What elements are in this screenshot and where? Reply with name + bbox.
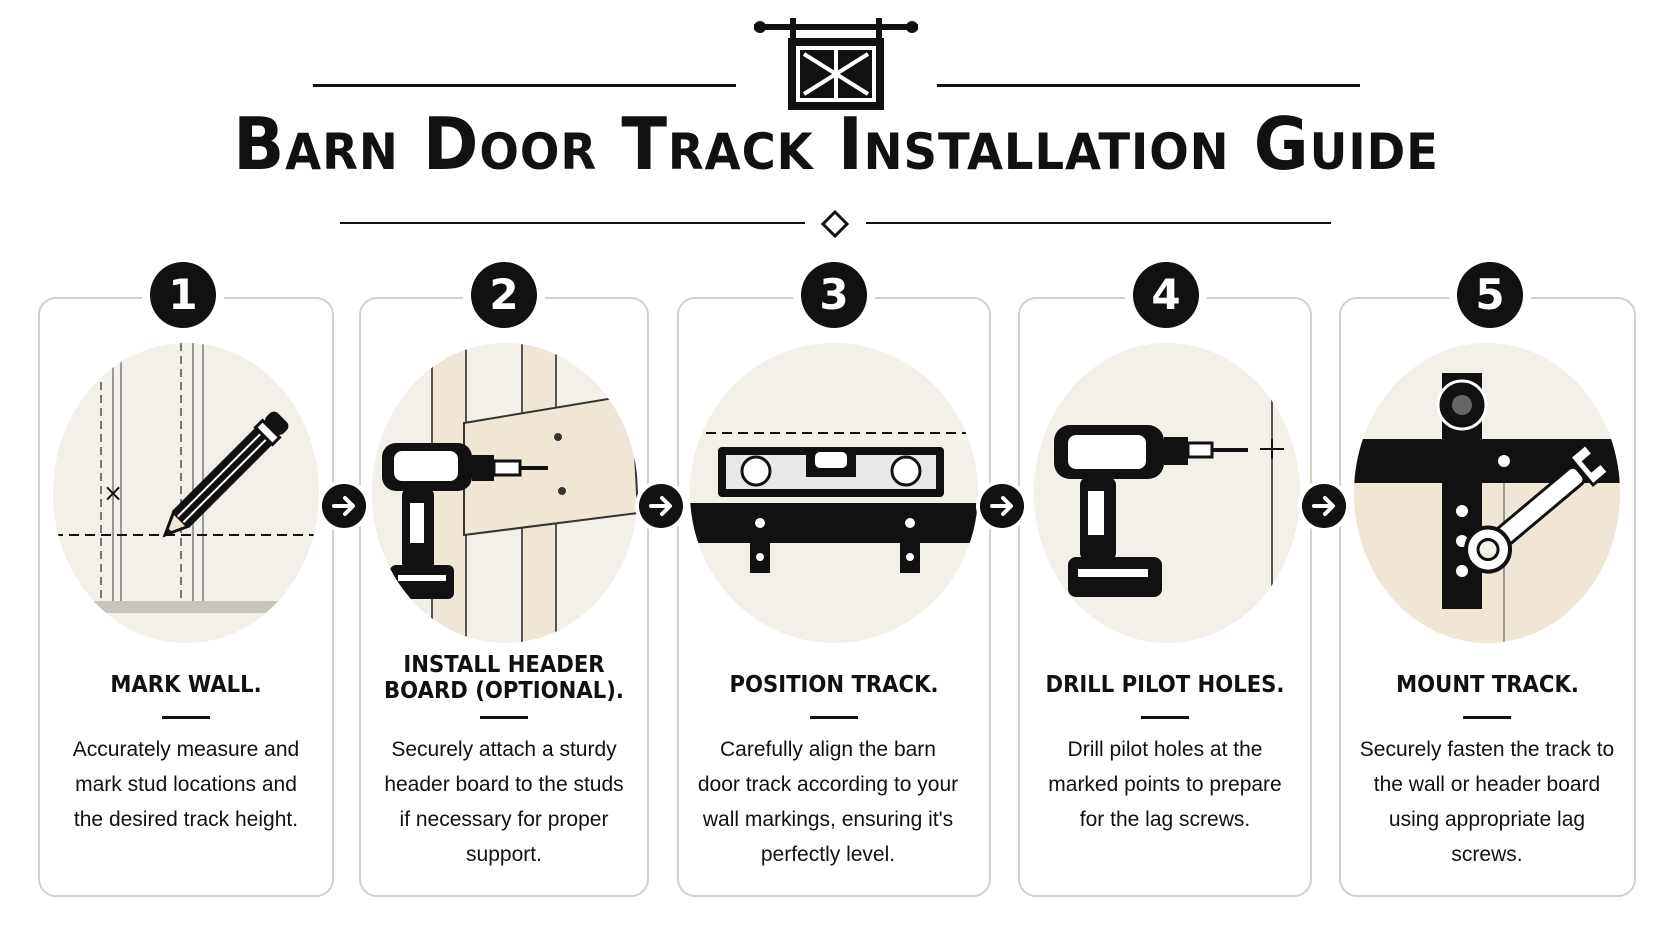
step-number-badge: 4 <box>1133 262 1199 328</box>
step-number-badge: 5 <box>1457 262 1523 328</box>
step-illustration <box>1034 343 1300 643</box>
step-divider <box>1463 716 1511 719</box>
step-divider <box>162 716 210 719</box>
level-icon <box>690 343 978 643</box>
header-rule-left <box>313 84 736 87</box>
diamond-icon <box>821 210 849 238</box>
subtitle-rule-left <box>340 222 805 224</box>
drill-icon <box>1034 343 1300 643</box>
subtitle-rule-right <box>866 222 1331 224</box>
step-title: POSITION TRACK. <box>729 672 939 698</box>
step-description: Accurately measure and mark stud locatio… <box>72 738 300 831</box>
pencil-icon: × <box>53 343 319 643</box>
svg-text:×: × <box>103 479 123 507</box>
step-illustration <box>372 343 638 643</box>
step-illustration <box>1354 343 1620 643</box>
arrow-right-icon <box>980 484 1024 528</box>
page-title: Barn Door Track Installation Guide <box>233 102 1439 186</box>
step-description: Securely attach a sturdy header board to… <box>384 738 624 866</box>
step-divider <box>1141 716 1189 719</box>
step-illustration: × <box>53 343 319 643</box>
header-rule-right <box>937 84 1360 87</box>
arrow-right-icon <box>322 484 366 528</box>
step-number-badge: 1 <box>150 262 216 328</box>
barn-door-logo-icon <box>754 18 918 110</box>
step-number-badge: 2 <box>471 262 537 328</box>
step-title: INSTALL HEADER BOARD (OPTIONAL). <box>384 652 624 704</box>
wrench-icon <box>1354 343 1620 643</box>
step-title: MARK WALL. <box>110 672 262 698</box>
step-illustration <box>690 343 978 643</box>
step-description: Securely fasten the track to the wall or… <box>1359 738 1615 866</box>
step-description: Carefully align the barn door track acco… <box>697 738 959 866</box>
step-number-badge: 3 <box>801 262 867 328</box>
arrow-right-icon <box>639 484 683 528</box>
step-description: Drill pilot holes at the marked points t… <box>1048 738 1282 831</box>
arrow-right-icon <box>1302 484 1346 528</box>
step-divider <box>810 716 858 719</box>
step-title: MOUNT TRACK. <box>1396 672 1579 698</box>
step-title: DRILL PILOT HOLES. <box>1045 672 1285 698</box>
drill-icon <box>372 343 638 643</box>
step-divider <box>480 716 528 719</box>
